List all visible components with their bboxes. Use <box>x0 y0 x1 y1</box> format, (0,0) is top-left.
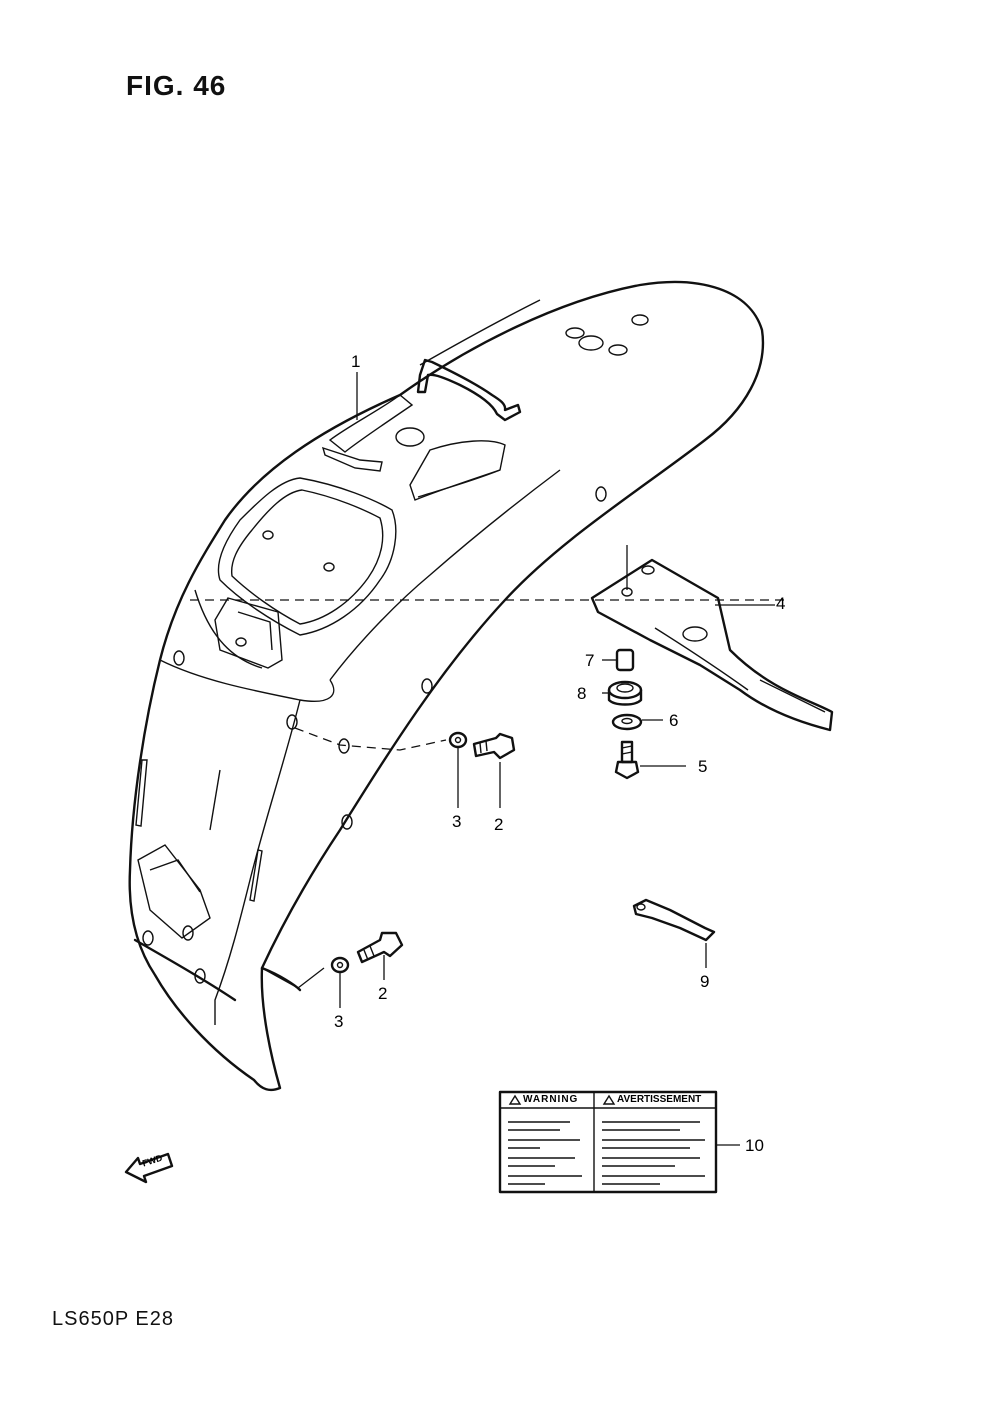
callout-9: 9 <box>700 972 710 991</box>
rear-fender <box>128 280 765 1092</box>
figure-title: FIG. 46 <box>126 70 227 101</box>
fender-bolts <box>330 731 516 974</box>
mounting-hardware <box>607 648 643 780</box>
callout-10: 10 <box>745 1136 764 1155</box>
warning-label-left-text: WARNING <box>523 1094 579 1105</box>
fender-brace <box>590 558 834 732</box>
warning-label <box>498 1090 718 1194</box>
wire-clamp <box>632 898 716 942</box>
callout-7: 7 <box>585 651 595 670</box>
callout-2-upper: 2 <box>494 815 504 834</box>
callout-6: 6 <box>669 711 679 730</box>
callout-1: 1 <box>351 352 361 371</box>
callout-3-lower: 3 <box>334 1012 344 1031</box>
warning-label-right-text: AVERTISSEMENT <box>617 1094 702 1105</box>
alignment-line <box>294 727 447 751</box>
callout-3-upper: 3 <box>452 812 462 831</box>
fwd-arrow <box>124 1152 174 1184</box>
callout-5: 5 <box>698 757 708 776</box>
callout-2-lower: 2 <box>378 984 388 1003</box>
warning-text-lines <box>508 1121 705 1185</box>
model-code: LS650P E28 <box>52 1308 174 1330</box>
callout-4: 4 <box>776 594 786 613</box>
callout-8: 8 <box>577 684 587 703</box>
leader-lines <box>261 372 775 1146</box>
